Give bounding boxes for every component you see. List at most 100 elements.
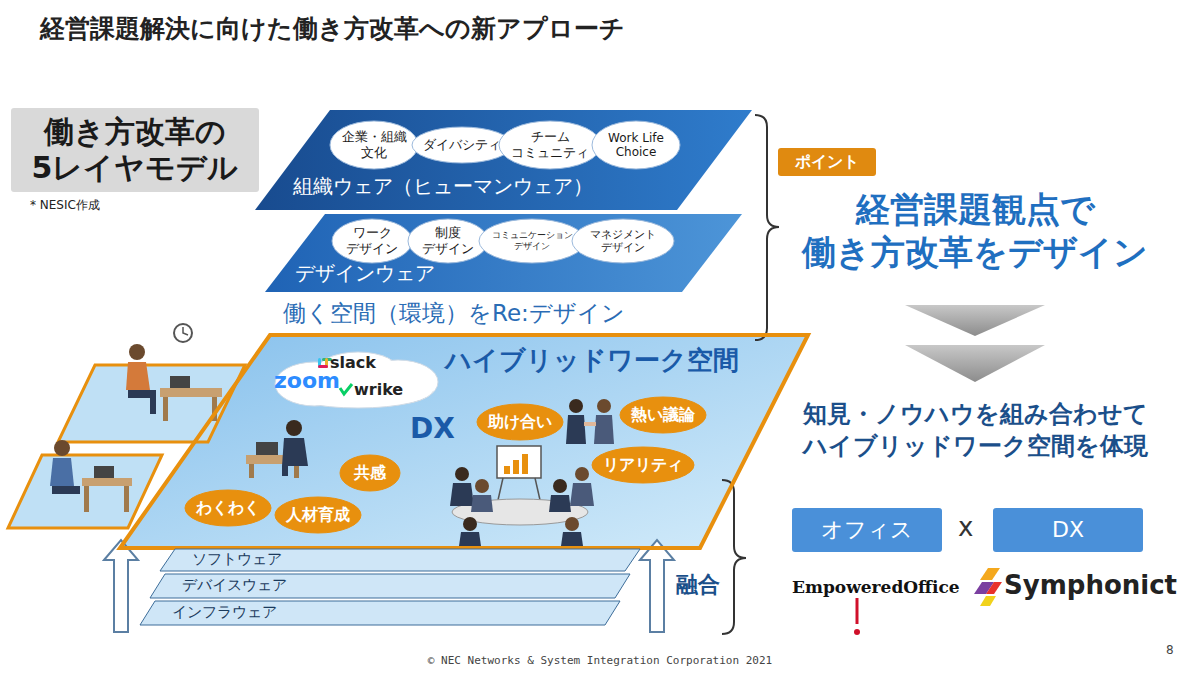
handshake-illustration [594, 415, 614, 444]
node-text: wrike [354, 380, 403, 399]
meeting-illustration [549, 495, 571, 512]
model-title-box: 働き方改革の 5レイヤモデル [11, 108, 259, 192]
oval-outline [275, 497, 361, 533]
page-number: 8 [1166, 643, 1174, 657]
oval-outline [592, 121, 680, 169]
band-outline [265, 214, 742, 292]
remote-worker [124, 486, 129, 512]
oval-outline [592, 447, 694, 483]
oval-outline [479, 219, 585, 263]
handshake-illustration [569, 399, 583, 413]
remote-worker [150, 390, 156, 414]
symphonict-logo-mark [980, 568, 1000, 580]
node-text: 企業・組織 文化 [341, 129, 407, 160]
meeting-illustration [553, 479, 567, 493]
office-desk-worker [282, 438, 308, 466]
oval-outline [185, 490, 271, 526]
oval-outline [620, 397, 706, 433]
node-text: ワーク デザイン [343, 225, 401, 256]
node-text: コミュニケーション デザイン [490, 230, 574, 252]
remote-platform [58, 365, 245, 442]
note-text: * NESIC作成 [30, 198, 100, 212]
office-desk-worker [256, 442, 278, 455]
remote-worker [129, 344, 145, 360]
handshake-illustration [566, 415, 586, 444]
handshake-illustration [597, 399, 611, 413]
meeting-illustration [459, 532, 481, 546]
remote-worker [170, 376, 190, 388]
node-text: インフラウェア [172, 603, 277, 622]
node-text: 共感 [354, 463, 386, 482]
remote-worker [163, 397, 168, 421]
node-text: 働き方改革の 5レイヤモデル [17, 114, 253, 186]
key-message: 経営課題観点で 働き方改革をデザイン [785, 188, 1165, 273]
meeting-illustration [497, 446, 541, 478]
down-chevron [905, 305, 1045, 382]
node-text: Work Life Choice [603, 131, 669, 160]
up-arrow [640, 540, 674, 632]
solution-box: DX [993, 508, 1143, 552]
symphonict-logo-mark [986, 582, 1002, 594]
node-text: 組織ウェア（ヒューマンウェア） [293, 174, 593, 199]
symphonict-logo-mark [980, 596, 996, 606]
times-sign: x [958, 512, 973, 543]
product-logo-text: Symphonict [1004, 570, 1177, 601]
wrike-icon [340, 384, 352, 394]
node-text: ダイバシティ [423, 137, 501, 153]
remote-worker [94, 466, 114, 478]
oval-outline [330, 121, 418, 169]
office-desk-worker [286, 420, 302, 436]
down-chevron [905, 345, 1045, 382]
topic-oval: ダイバシティ [412, 127, 512, 163]
oval-outline [408, 219, 488, 263]
meeting-illustration [575, 467, 589, 481]
topic-oval: 制度 デザイン [408, 219, 488, 263]
page-title: 経営課題解決に向けた働き方改革への新アプローチ [40, 12, 625, 45]
tool-cloud: zoomslackwrike [270, 350, 440, 408]
oval-outline [340, 455, 400, 491]
layer-band: デバイスウェア [150, 574, 630, 598]
fusion-label: 融合 [676, 572, 720, 598]
oval-outline [477, 404, 563, 440]
point-tag: ポイント [778, 148, 876, 176]
remote-worker [50, 458, 74, 486]
office-desk-worker [282, 466, 288, 476]
layer-band: ソフトウェア [160, 549, 640, 571]
curly-brace [722, 480, 746, 634]
layer-band: インフラウェア [140, 601, 620, 625]
topic-oval: コミュニケーション デザイン [479, 219, 585, 263]
node-text: デザインウェア [295, 261, 435, 286]
slack-icon [318, 358, 332, 368]
meeting-illustration [455, 467, 469, 481]
remote-worker [183, 327, 188, 335]
remote-platform [8, 455, 162, 528]
band-outline [150, 574, 630, 598]
box-outline [993, 508, 1143, 552]
dx-label: DX [410, 412, 455, 446]
node-text: オフィス [821, 517, 913, 543]
topic-oval: マネジメント デザイン [572, 219, 674, 263]
layer-band: 組織ウェア（ヒューマンウェア） 企業・組織 文化ダイバシティチーム コミュニティW… [255, 110, 752, 210]
remote-worker [54, 440, 70, 456]
handshake-illustration [584, 422, 596, 426]
box-outline [778, 148, 876, 176]
band-outline [160, 549, 640, 571]
box-outline [11, 108, 259, 192]
remote-worker [52, 486, 80, 494]
topic-oval: Work Life Choice [592, 121, 680, 169]
value-oval: わくわく [185, 490, 271, 526]
box-outline [792, 508, 942, 552]
remote-worker [160, 388, 222, 397]
node-text: 制度 デザイン [419, 225, 477, 256]
node-text: ハイブリッドワーク空間 [445, 344, 739, 377]
sub-message: 知見・ノウハウを組み合わせて ハイブリッドワーク空間を体現 [765, 398, 1185, 463]
meeting-illustration [570, 483, 594, 506]
band-outline [255, 110, 752, 210]
topic-oval: チーム コミュニティ [499, 121, 601, 169]
copyright-footer: © NEC Networks & System Integration Corp… [0, 654, 1200, 667]
node-text: わくわく [196, 498, 260, 517]
meeting-illustration [450, 446, 594, 546]
symphonict-logo-mark [974, 568, 1002, 606]
meeting-illustration [498, 478, 503, 500]
section-caption: 働く空間（環境）をRe:デザイン [283, 300, 625, 328]
